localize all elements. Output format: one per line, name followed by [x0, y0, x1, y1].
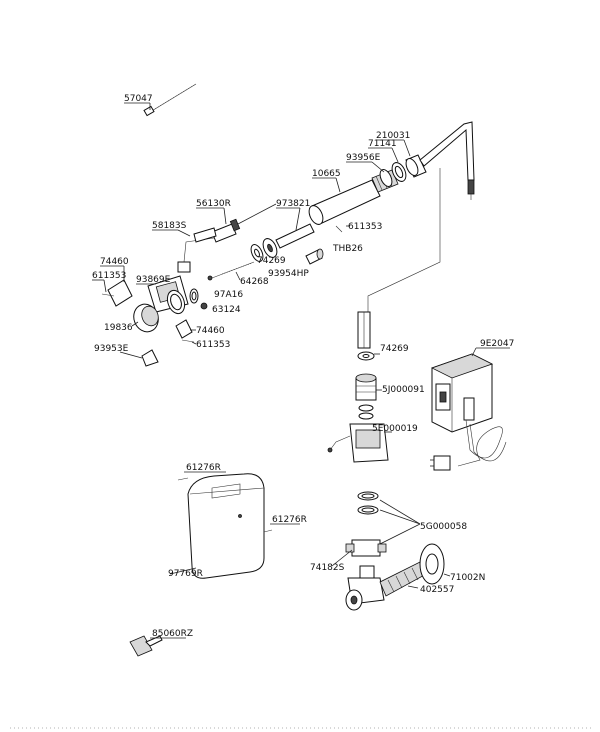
- part-74269-washer-lower: [357, 351, 380, 361]
- label-71141: 71141: [368, 139, 397, 149]
- label-611353-left: 611353: [92, 271, 126, 281]
- part-611353-screw-lower: [181, 339, 197, 345]
- label-74182s: 74182S: [310, 563, 345, 573]
- label-71002n: 71002N: [450, 573, 485, 583]
- part-64268-spring: [207, 261, 255, 281]
- label-56130r: 56130R: [196, 199, 231, 209]
- part-74460-bracket-lower: [175, 319, 196, 339]
- part-sensor-cable-end: [467, 179, 475, 200]
- label-210031: 210031: [376, 131, 410, 141]
- part-56130r-connector: [196, 203, 277, 243]
- label-85060rz: 85060RZ: [152, 629, 193, 639]
- cable-route-line: [367, 168, 441, 314]
- label-5j000091: 5J000091: [382, 385, 425, 395]
- part-97a16-ring: [189, 288, 199, 304]
- part-58183s-cable: [152, 227, 217, 273]
- part-57047-cable-tie: [124, 83, 197, 117]
- label-97769r: 97769R: [168, 569, 203, 579]
- part-9e2047-power-supply: [430, 347, 510, 433]
- label-611353-upper: 611353: [348, 222, 382, 232]
- label-93869e: 93869E: [136, 275, 171, 285]
- part-71141-ring: [368, 147, 407, 182]
- label-5g000058: 5G000058: [420, 522, 467, 532]
- part-thb26-cap: [305, 248, 324, 265]
- label-10665: 10665: [312, 169, 341, 179]
- part-74182s-tee: [331, 539, 387, 567]
- part-orings-lower: [357, 491, 421, 545]
- label-5e000019: 5E000019: [372, 424, 418, 434]
- label-thb26: THB26: [332, 244, 363, 254]
- part-5e000019-valve-body: [327, 423, 392, 463]
- label-93953e: 93953E: [94, 344, 129, 354]
- part-210031-nut: [376, 139, 427, 178]
- part-61276r-screw-top: [177, 471, 226, 481]
- label-93954hp: 93954HP: [268, 269, 309, 279]
- label-97a16: 97A16: [214, 290, 243, 300]
- label-9e2047: 9E2047: [480, 339, 514, 349]
- part-vertical-rod: [357, 311, 371, 349]
- part-973821-rod: [275, 207, 315, 249]
- part-71002n-flange: [419, 543, 451, 585]
- label-74460-upper: 74460: [100, 257, 129, 267]
- part-93956e-ring: [346, 161, 393, 187]
- part-61276r-screw-side: [263, 523, 300, 533]
- label-74269-upper: 74269: [257, 256, 286, 266]
- part-10665-sensor-tube: [308, 177, 381, 225]
- label-61276r-side: 61276R: [272, 515, 307, 525]
- part-611353-screw-left: [92, 279, 115, 297]
- part-power-cord: [430, 419, 507, 471]
- part-93953e-handle: [119, 349, 159, 367]
- part-611353-screw-upper: [335, 225, 350, 233]
- label-93956e: 93956E: [346, 153, 381, 163]
- label-973821: 973821: [276, 199, 310, 209]
- label-57047: 57047: [124, 94, 153, 104]
- part-5j000091-cartridge: [355, 373, 382, 401]
- part-85060rz-key: [129, 635, 186, 657]
- part-97769r-cover: [169, 473, 265, 579]
- label-19836: 19836: [104, 323, 133, 333]
- part-orings-upper: [358, 404, 374, 420]
- part-stop-valve: [345, 565, 385, 611]
- label-74460-lower: 74460: [196, 326, 225, 336]
- label-74269-lower: 74269: [380, 344, 409, 354]
- part-93954hp-nut: [262, 238, 278, 258]
- part-bent-pipe: [419, 121, 475, 181]
- label-63124: 63124: [212, 305, 241, 315]
- label-58183s: 58183S: [152, 221, 187, 231]
- label-61276r-top: 61276R: [186, 463, 221, 473]
- part-63124-screw: [200, 302, 208, 310]
- part-19836-cap: [131, 289, 186, 333]
- part-74460-bracket-upper: [100, 265, 133, 307]
- label-64268: 64268: [240, 277, 269, 287]
- label-611353-lower: 611353: [196, 340, 230, 350]
- part-74269-washer-upper: [250, 244, 264, 262]
- label-402557: 402557: [420, 585, 454, 595]
